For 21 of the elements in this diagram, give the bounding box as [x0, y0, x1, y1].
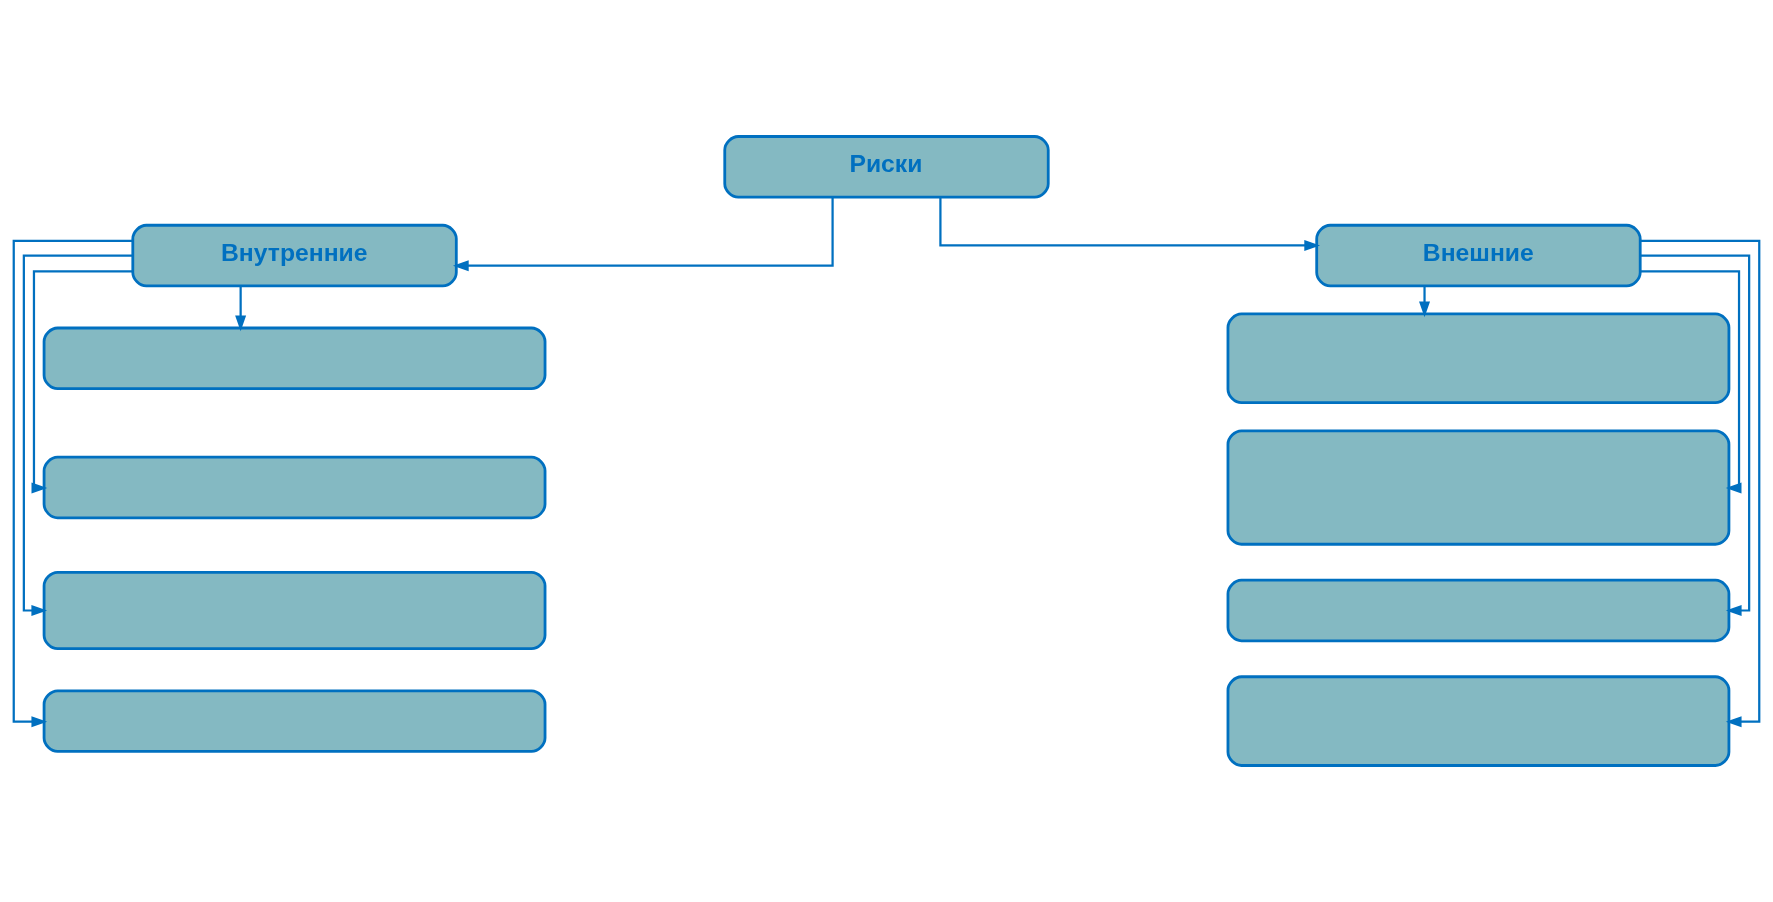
arrow: [1640, 239, 1761, 728]
node-box: [42, 570, 547, 651]
arrow: [22, 254, 133, 616]
node-box: [42, 326, 547, 391]
arrow: [452, 197, 834, 272]
node-box: Внешние: [1315, 223, 1642, 288]
node-box: [42, 455, 547, 520]
arrow: [1640, 254, 1751, 616]
node-box: [1226, 312, 1731, 405]
arrow: [12, 239, 133, 728]
node-box: [1226, 578, 1731, 643]
arrow: [235, 286, 247, 332]
arrow: [939, 197, 1321, 251]
node-box: [1226, 675, 1731, 767]
node-box: [42, 689, 547, 753]
arrow: [1640, 270, 1742, 494]
node-box: Риски: [723, 135, 1050, 199]
arrow: [1419, 286, 1431, 318]
arrow: [31, 270, 133, 494]
node-box: Внутренние: [131, 223, 458, 288]
node-box: [1226, 429, 1731, 546]
